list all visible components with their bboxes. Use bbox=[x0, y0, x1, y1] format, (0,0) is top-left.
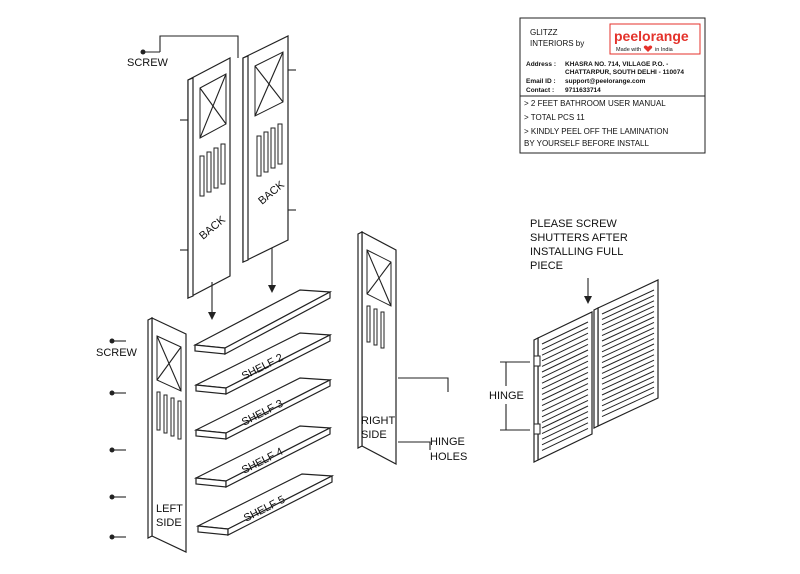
shelf-2: SHELF 2 bbox=[193, 332, 333, 395]
louver-slat bbox=[601, 359, 655, 385]
louver-slat bbox=[601, 300, 655, 326]
louver-slat bbox=[541, 343, 589, 367]
brand-tagline-post: in India bbox=[655, 47, 674, 53]
louver-slat bbox=[541, 321, 589, 345]
hinge-holes-label-2: HOLES bbox=[430, 451, 467, 463]
address-line1: KHASRA NO. 714, VILLAGE P.O. - bbox=[565, 61, 668, 68]
louver-slat bbox=[601, 365, 655, 391]
vent-slots bbox=[156, 391, 182, 440]
note-line-2: > TOTAL PCS 11 bbox=[524, 113, 585, 122]
louver-slat bbox=[601, 289, 655, 315]
screw-top: SCREW bbox=[127, 35, 239, 69]
company-name-line2: INTERIORS by bbox=[530, 39, 584, 48]
louver-slat bbox=[601, 375, 655, 401]
info-box: GLITZZ INTERIORS by peelorange Made with… bbox=[519, 17, 706, 154]
shutter-right bbox=[593, 279, 659, 429]
louver-slat bbox=[541, 371, 589, 395]
left-side-label-2: SIDE bbox=[156, 517, 182, 529]
louver-slat bbox=[541, 332, 589, 356]
louver-slat bbox=[601, 294, 655, 320]
louver-slat bbox=[541, 399, 589, 423]
louver-slat bbox=[541, 355, 589, 379]
louver-slat bbox=[541, 383, 589, 407]
screw-icon bbox=[109, 447, 126, 453]
louver-slat bbox=[601, 354, 655, 380]
louver-slat bbox=[601, 327, 655, 353]
louver-slat bbox=[601, 348, 655, 374]
louver-slat bbox=[541, 349, 589, 373]
left-side-label-1: LEFT bbox=[156, 503, 183, 515]
address-label: Address : bbox=[526, 61, 556, 68]
note-line-4: PIECE bbox=[530, 260, 563, 272]
louver-slat bbox=[541, 427, 589, 451]
louver-slat bbox=[541, 327, 589, 351]
louver-slat bbox=[541, 366, 589, 390]
screw-icon bbox=[109, 338, 126, 344]
note-line-4: BY YOURSELF BEFORE INSTALL bbox=[524, 139, 649, 148]
brand-tagline-pre: Made with bbox=[616, 47, 641, 53]
shutter-note: PLEASE SCREW SHUTTERS AFTER INSTALLING F… bbox=[530, 218, 628, 304]
louver-slat bbox=[601, 332, 655, 358]
screw-icon bbox=[109, 534, 126, 540]
louver-slat bbox=[601, 381, 655, 407]
louver-slat bbox=[541, 377, 589, 401]
hinge-holes-label-1: HINGE bbox=[430, 436, 465, 448]
right-side-panel: RIGHT SIDE bbox=[357, 231, 449, 465]
back-panel-1: BACK bbox=[180, 57, 231, 299]
contact-value: 9711633714 bbox=[565, 87, 601, 94]
note-line-1: > 2 FEET BATHROOM USER MANUAL bbox=[524, 99, 666, 108]
louver-slat bbox=[601, 370, 655, 396]
contact-label: Contact : bbox=[526, 87, 554, 94]
note-line-2: SHUTTERS AFTER bbox=[530, 232, 628, 244]
left-side-panel: LEFT SIDE bbox=[147, 317, 187, 553]
back-panel-2: BACK bbox=[242, 35, 296, 263]
louver-slat bbox=[601, 386, 655, 412]
louver-slat bbox=[601, 305, 655, 331]
email-label: Email ID : bbox=[526, 78, 556, 85]
louver-slat bbox=[601, 392, 655, 418]
screw-icon bbox=[109, 390, 126, 396]
arrow-back-to-shelves bbox=[208, 248, 276, 320]
vent-slots bbox=[256, 123, 283, 177]
louver-slat bbox=[541, 416, 589, 440]
louver-slat bbox=[541, 405, 589, 429]
right-side-label-2: SIDE bbox=[361, 429, 387, 441]
hinge-icon bbox=[533, 423, 541, 435]
heart-icon bbox=[643, 45, 653, 52]
louver-slat bbox=[601, 316, 655, 342]
shelf-1 bbox=[192, 289, 333, 355]
note-line-3: > KINDLY PEEL OFF THE LAMINATION bbox=[524, 127, 668, 136]
email-value: support@peelorange.com bbox=[565, 78, 646, 85]
louvers bbox=[601, 289, 655, 418]
louver-slat bbox=[541, 422, 589, 446]
note-line-3: INSTALLING FULL bbox=[530, 246, 623, 258]
company-name-line1: GLITZZ bbox=[530, 28, 558, 37]
louver-slat bbox=[541, 338, 589, 362]
hinge-label: HINGE bbox=[489, 390, 524, 402]
screw-top-label: SCREW bbox=[127, 57, 169, 69]
louver-slat bbox=[601, 343, 655, 369]
louver-slat bbox=[541, 394, 589, 418]
louver-slat bbox=[601, 321, 655, 347]
vent-slots bbox=[366, 305, 385, 349]
louver-slat bbox=[541, 360, 589, 384]
louver-slat bbox=[541, 411, 589, 435]
right-side-label-1: RIGHT bbox=[361, 415, 396, 427]
louver-slat bbox=[541, 388, 589, 412]
louver-slat bbox=[601, 311, 655, 337]
louvers bbox=[541, 321, 589, 451]
shutter-left bbox=[533, 311, 593, 463]
brand-logo: peelorange bbox=[614, 28, 689, 44]
note-line-1: PLEASE SCREW bbox=[530, 218, 617, 230]
vent-slots bbox=[199, 143, 226, 197]
louver-slat bbox=[601, 338, 655, 364]
screw-left-label: SCREW bbox=[96, 347, 138, 359]
address-line2: CHATTARPUR, SOUTH DELHI - 110074 bbox=[565, 69, 684, 76]
screw-icon bbox=[109, 494, 126, 500]
left-screws: SCREW bbox=[96, 338, 138, 540]
hinge-marker: HINGE bbox=[489, 355, 541, 435]
hinge-icon bbox=[533, 355, 541, 367]
